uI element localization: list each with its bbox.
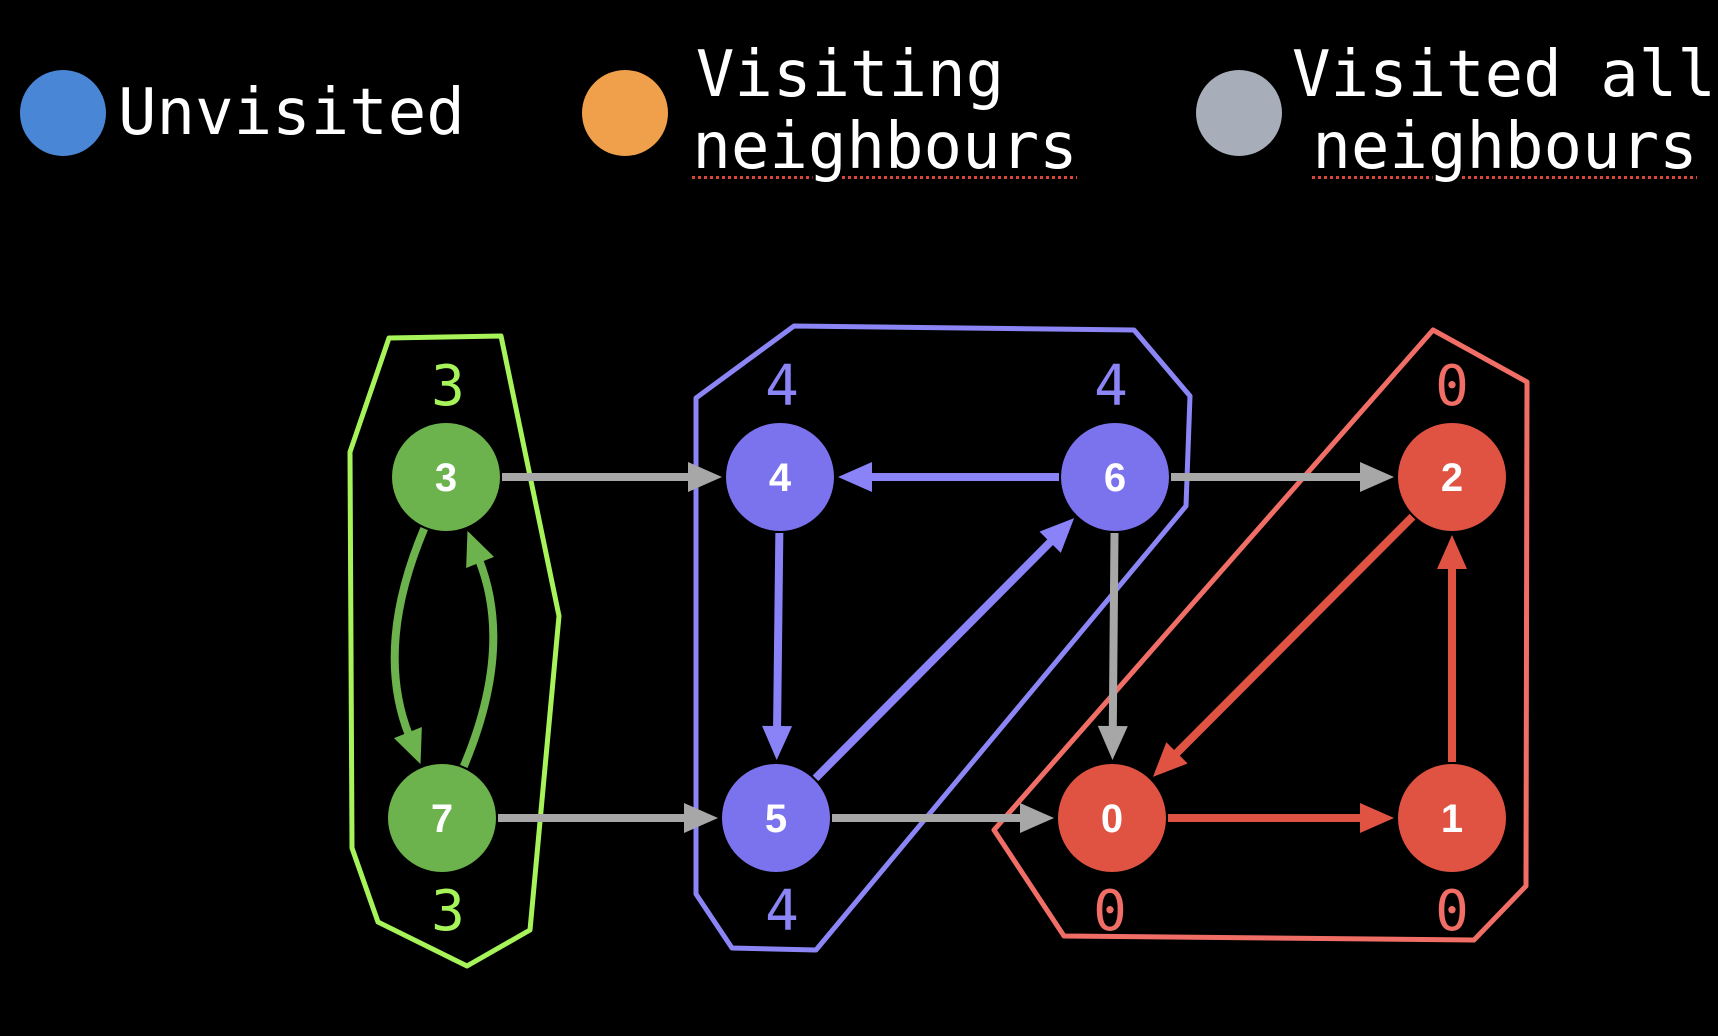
comp-label-node-2: 0 bbox=[1435, 354, 1469, 419]
node-2: 2 bbox=[1398, 423, 1506, 531]
legend-visiting-dot bbox=[582, 70, 668, 156]
edge-1-to-2-arrowhead bbox=[1437, 535, 1467, 569]
legend-visited-dot bbox=[1196, 70, 1282, 156]
comp-label-node-4: 4 bbox=[765, 354, 799, 419]
node-0-circle bbox=[1058, 764, 1166, 872]
edge-6-to-0 bbox=[1108, 532, 1119, 730]
edge-0-to-1-arrowhead bbox=[1360, 803, 1394, 833]
legend-visiting-line2: neighbours bbox=[692, 110, 1078, 184]
node-3: 3 bbox=[392, 423, 500, 531]
comp-label-node-6: 4 bbox=[1094, 354, 1128, 419]
edge-3-to-7 bbox=[390, 527, 428, 738]
node-1: 1 bbox=[1398, 764, 1506, 872]
node-1-label: 1 bbox=[1441, 797, 1463, 841]
node-1-circle bbox=[1398, 764, 1506, 872]
node-3-label: 3 bbox=[435, 456, 457, 500]
node-5: 5 bbox=[722, 764, 830, 872]
comp-label-node-7: 3 bbox=[431, 879, 465, 944]
edge-5-to-6-arrowhead bbox=[1039, 518, 1075, 553]
edge-7-to-5-arrowhead bbox=[684, 803, 718, 833]
node-4-circle bbox=[726, 423, 834, 531]
node-7-label: 7 bbox=[431, 797, 453, 841]
node-6-label: 6 bbox=[1104, 456, 1126, 500]
comp-label-node-5: 4 bbox=[765, 879, 799, 944]
comp-label-node-3: 3 bbox=[431, 354, 465, 419]
edge-4-to-5 bbox=[773, 532, 784, 730]
legend-visited-line1: Visited all bbox=[1292, 38, 1716, 112]
legend-visited-line2: neighbours bbox=[1312, 110, 1698, 184]
legend-unvisited-label: Unvisited bbox=[118, 76, 465, 150]
scc-hull-red bbox=[991, 327, 1530, 943]
edge-7-to-3-arrowhead bbox=[466, 530, 495, 569]
edges-layer bbox=[390, 462, 1467, 833]
node-4: 4 bbox=[726, 423, 834, 531]
node-2-label: 2 bbox=[1441, 456, 1463, 500]
edge-6-to-4-arrowhead bbox=[838, 462, 872, 492]
edge-2-to-0-arrowhead bbox=[1152, 742, 1188, 777]
scc-hull-purple bbox=[693, 323, 1193, 953]
edge-4-to-5-arrowhead bbox=[762, 725, 793, 761]
node-2-circle bbox=[1398, 423, 1506, 531]
node-5-label: 5 bbox=[765, 797, 787, 841]
node-4-label: 4 bbox=[769, 456, 792, 500]
node-3-circle bbox=[392, 423, 500, 531]
edge-5-to-0-arrowhead bbox=[1020, 803, 1054, 833]
edge-6-to-2-arrowhead bbox=[1360, 462, 1394, 492]
comp-label-node-0: 0 bbox=[1093, 879, 1127, 944]
edge-5-to-6 bbox=[812, 537, 1056, 782]
legend-unvisited-dot bbox=[20, 70, 106, 156]
edge-3-to-4-arrowhead bbox=[688, 462, 722, 492]
node-0: 0 bbox=[1058, 764, 1166, 872]
node-6: 6 bbox=[1061, 423, 1169, 531]
node-6-circle bbox=[1061, 423, 1169, 531]
legend-visiting-line1: Visiting bbox=[695, 38, 1005, 112]
edge-6-to-0-arrowhead bbox=[1097, 725, 1128, 761]
comp-label-node-1: 0 bbox=[1435, 879, 1469, 944]
node-7: 7 bbox=[388, 764, 496, 872]
scc-hull-green bbox=[347, 333, 562, 969]
edge-3-to-7-arrowhead bbox=[393, 726, 422, 765]
node-0-label: 0 bbox=[1101, 797, 1123, 841]
edge-7-to-3 bbox=[460, 557, 498, 768]
node-5-circle bbox=[722, 764, 830, 872]
edge-2-to-0 bbox=[1171, 513, 1416, 759]
node-7-circle bbox=[388, 764, 496, 872]
